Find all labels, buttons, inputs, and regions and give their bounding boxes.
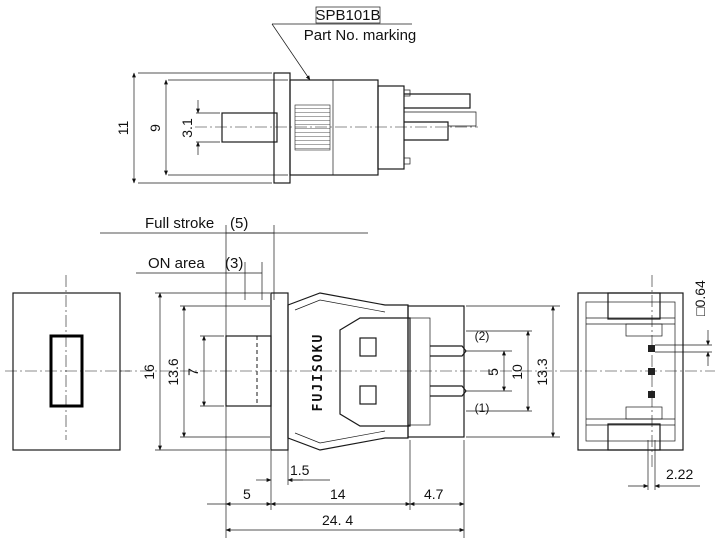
front-view — [5, 275, 130, 451]
front-bezel — [12, 292, 121, 451]
rear-frame — [577, 292, 684, 451]
dim-top-height: 11 — [115, 121, 131, 136]
top-view: SPB101B Part No. marking 11 9 — [115, 6, 478, 184]
brand-marking: FUJISOKU — [311, 333, 326, 412]
terminal-1-label: (1) — [475, 401, 490, 415]
side-view: Full stroke (5) ON area (3) FUJISOKU — [100, 215, 565, 538]
dim-pin-row-pitch: 2.22 — [666, 466, 693, 482]
dim-left-offset: 5 — [243, 486, 251, 502]
dim-plunger-height: 7 — [185, 368, 201, 376]
front-plunger-window — [49, 334, 84, 408]
dim-rear-height: 13.3 — [534, 358, 550, 385]
on-area-value: (3) — [225, 255, 243, 272]
on-area-label: ON area — [148, 255, 205, 272]
dim-pin-length: 4.7 — [424, 486, 444, 502]
top-flange — [273, 72, 291, 184]
full-stroke-value: (5) — [230, 215, 248, 232]
top-plunger — [221, 112, 278, 143]
dim-pin-pitch: 5 — [485, 368, 501, 376]
full-stroke-label: Full stroke — [145, 215, 214, 232]
part-marking-label: Part No. marking — [304, 27, 417, 44]
part-number-box — [315, 6, 381, 24]
dim-body-length: 14 — [330, 486, 346, 502]
dim-body-height: 13.6 — [165, 358, 181, 385]
dim-overall-length: 24. 4 — [322, 512, 353, 528]
rear-view: □0.64 2.22 — [565, 275, 715, 490]
side-flange — [270, 292, 289, 451]
dim-step: 1.5 — [290, 462, 310, 478]
dim-top-inner: 9 — [147, 124, 163, 132]
dim-pin-span: 10 — [509, 364, 525, 380]
part-number-text: SPB101B — [315, 7, 380, 24]
side-body — [287, 292, 409, 451]
dim-plunger-dia: 3.1 — [179, 118, 195, 138]
dim-front-height: 16 — [141, 364, 157, 380]
terminal-2-label: (2) — [475, 329, 490, 343]
dim-pin-square: □0.64 — [692, 280, 708, 316]
